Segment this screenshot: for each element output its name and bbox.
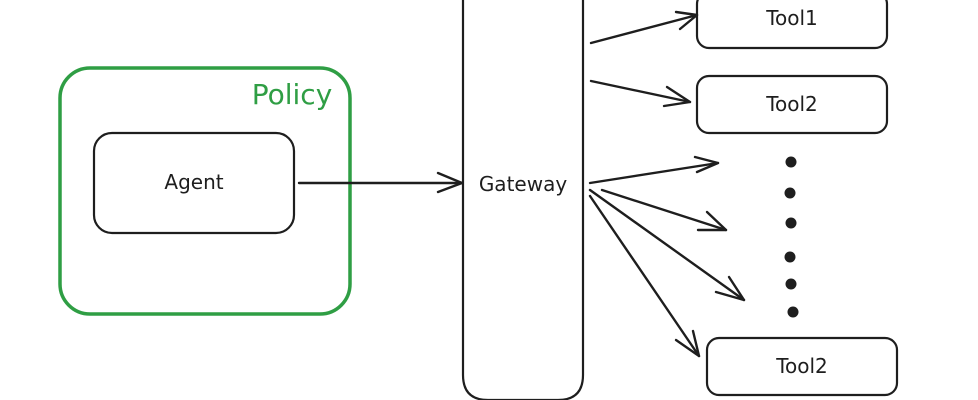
tool-last-box[interactable]	[705, 336, 899, 397]
tool-node[interactable]: Tool2	[705, 336, 899, 397]
gateway-to-tool1-arrow[interactable]	[589, 10, 699, 45]
arrow-shaft	[588, 188, 746, 302]
ellipsis-dot	[784, 251, 796, 263]
gateway-label: Gateway	[479, 172, 568, 196]
ellipsis-dot	[785, 156, 797, 168]
arrowhead-icon	[674, 329, 701, 358]
agent-box[interactable]	[92, 131, 296, 235]
ellipsis-dot	[785, 278, 797, 290]
gateway-node[interactable]: Gateway	[461, 0, 585, 400]
arrowhead-icon	[693, 155, 720, 174]
gateway-box[interactable]	[461, 0, 585, 400]
tool1-box[interactable]	[695, 0, 889, 50]
ellipsis-dots	[784, 156, 799, 318]
tool-last-label: Tool2	[775, 354, 828, 378]
policy-container[interactable]	[58, 66, 352, 316]
tool1-label: Tool1	[765, 6, 818, 30]
arrow-shaft	[589, 13, 699, 45]
arrowhead-icon	[696, 210, 728, 232]
tool-node[interactable]: Tool1	[695, 0, 889, 50]
arrowhead-icon	[662, 85, 692, 108]
arrow-shaft	[588, 161, 720, 185]
ellipsis-dot	[784, 187, 796, 199]
arrowhead-icon	[714, 275, 746, 302]
gateway-fanout-arrow-2[interactable]	[600, 188, 728, 232]
agent-to-gateway-arrow[interactable]	[297, 171, 464, 194]
tool2-label: Tool2	[765, 92, 818, 116]
ellipsis-dot	[787, 306, 799, 318]
arrow-shaft	[588, 194, 701, 358]
arrow-shaft	[589, 79, 692, 104]
ellipsis-dot	[785, 217, 797, 229]
arrowhead-icon	[674, 10, 699, 31]
tool2-box[interactable]	[695, 74, 889, 135]
agent-node[interactable]: Agent	[92, 131, 296, 235]
gateway-fanout-arrow-1[interactable]	[588, 155, 720, 185]
policy-group[interactable]: Policy	[58, 66, 352, 316]
policy-label: Policy	[252, 78, 333, 111]
arrow-shaft	[600, 188, 728, 232]
agent-label: Agent	[164, 170, 223, 194]
gateway-fanout-arrow-3[interactable]	[588, 188, 746, 302]
gateway-to-tool2-arrow[interactable]	[589, 79, 692, 108]
tool-node[interactable]: Tool2	[695, 74, 889, 135]
gateway-to-last-tool-arrow[interactable]	[588, 194, 701, 358]
